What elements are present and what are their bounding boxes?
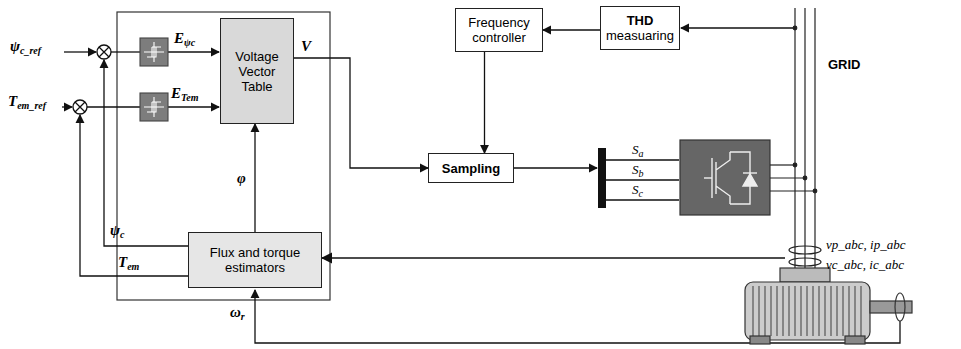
edge-label: φ [237,170,246,187]
motor-illustration-part [845,336,865,344]
hysteresis-comparator-part [144,42,164,62]
signal-wire-part [87,106,140,107]
switch-bus [598,148,606,208]
measurement-box: THD measuaring [600,6,680,50]
signal-wire-part [322,257,785,259]
signal-wire-part [64,51,96,52]
grid-wire-part [794,8,795,268]
grid-wire-part [770,177,805,178]
art-def-part [743,172,757,173]
summing-junction-part [73,100,87,114]
signal-connector [254,124,255,232]
signal-wire-part [606,179,679,180]
inverter-block-part [680,140,770,215]
sampling-box: Sampling [428,153,514,183]
signal-label: Sa [632,141,644,158]
box-text: Sampling [442,161,501,176]
controller-box: Frequency controller [455,8,543,52]
controller-frame-part [117,12,330,300]
motor-illustration-part [750,336,770,344]
estimator-box: Flux and torque estimators [188,232,322,288]
switch-bus-part [598,148,606,208]
signal-label: ψc [110,222,124,239]
signal-label: Eψc [174,30,195,47]
motor-illustration-part [745,282,870,340]
signal-wire-part [111,51,140,52]
grid-wire-part [813,189,817,193]
grid-wire-part [804,8,805,268]
hysteresis-comparator-part [140,38,168,66]
source-label: GRID [828,56,861,73]
motor-illustration [745,268,912,344]
art-def-part [712,152,730,204]
signal-wire-part [168,106,219,107]
signal-label: ωr [230,304,245,321]
signal-label: Sb [632,161,644,178]
signal-connector [543,29,600,30]
summing-junction-part [97,45,111,59]
box-text: Voltage Vector Table [226,49,288,94]
art-def-part [704,177,712,178]
signal-label: Tem_ref [8,93,46,110]
signal-label: vp_abc, ip_abc [826,236,905,253]
grid-wire-part [793,26,797,30]
signal-label: vc_abc, ic_abc [826,256,904,273]
grid-wire [770,8,817,268]
vector-table-box: Voltage Vector Table [220,18,294,124]
motor-illustration-part [870,301,912,313]
grid-wire-part [770,164,795,165]
inverter-block [680,140,770,215]
art-def [704,152,757,204]
motor-illustration-part [780,268,830,282]
hysteresis-comparator-part [140,93,168,121]
signal-connector [484,52,485,153]
current-sensor-part [789,246,821,254]
summing-junction-part [75,102,85,112]
edge-label: V [301,38,311,55]
signal-label: Tem [118,254,139,271]
signal-wire-part [514,167,597,168]
motor-illustration-part [752,286,862,336]
hysteresis-comparator [140,38,168,121]
grid-wire-part [803,176,807,180]
controller-frame [117,12,330,300]
signal-wire-part [606,199,679,200]
art-def-part [743,174,757,186]
summing-junction [73,45,111,114]
signal-label: Sc [632,181,643,198]
signal-wire-part [80,115,188,276]
grid-wire-part [793,163,797,167]
grid-wire-part [814,8,815,268]
box-text: Flux and torque estimators [194,245,316,275]
signal-label: ETem [171,85,198,102]
motor-illustration-part [895,293,905,321]
box-text: Frequency controller [461,15,537,45]
signal-wire-part [681,27,795,28]
summing-junction-part [99,47,109,57]
current-sensor-part [789,258,821,266]
signal-wire-part [168,51,219,52]
hysteresis-comparator-part [144,97,164,117]
grid-wire-part [770,190,815,191]
current-sensor [789,246,821,266]
signal-wire-part [606,159,679,160]
box-text: THD measuaring [606,13,674,43]
signal-connector [294,58,428,168]
signal-wire [62,28,900,343]
signal-label: ψc_ref [10,38,41,55]
signal-wire-part [62,106,72,107]
